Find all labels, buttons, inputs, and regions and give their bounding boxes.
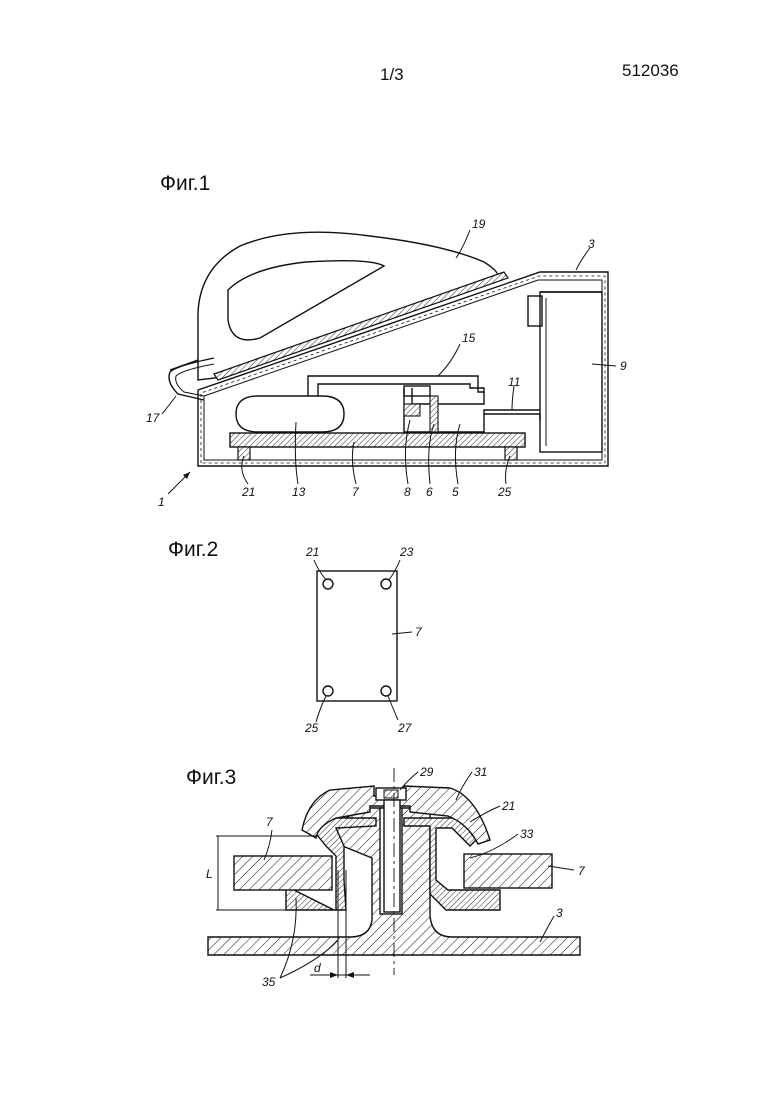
label-7: 7 — [415, 625, 423, 639]
damper-foot-right — [505, 447, 517, 460]
label-13: 13 — [292, 485, 306, 499]
label-7-right: 7 — [578, 864, 586, 878]
plate-top-view — [317, 571, 397, 701]
label-15: 15 — [462, 331, 476, 345]
support-plate — [230, 433, 525, 447]
leader-23 — [389, 560, 400, 580]
label-8: 8 — [404, 485, 411, 499]
power-cord-inner — [176, 364, 214, 396]
leader-17 — [162, 396, 176, 414]
label-17: 17 — [146, 411, 161, 425]
label-11: 11 — [508, 375, 520, 389]
figure-1: Фиг.1 — [146, 172, 627, 509]
steam-pipe — [308, 376, 484, 396]
plate-section-right — [464, 854, 552, 888]
leader-3 — [576, 248, 590, 270]
sheet-number: 1/3 — [380, 65, 404, 84]
label-21: 21 — [305, 545, 319, 559]
document-number: 512036 — [622, 61, 679, 80]
water-reservoir — [540, 292, 602, 452]
figure-2: Фиг.2 21 23 7 25 27 — [168, 538, 423, 735]
label-33: 33 — [520, 827, 534, 841]
leader-9 — [592, 364, 616, 366]
label-35: 35 — [262, 975, 276, 989]
label-31: 31 — [474, 765, 487, 779]
dim-d-arrow-right — [346, 972, 354, 978]
dim-d-label: d — [314, 961, 321, 975]
figure-2-title: Фиг.2 — [168, 538, 218, 561]
label-6: 6 — [426, 485, 433, 499]
dim-L-label: L — [206, 867, 213, 881]
label-29: 29 — [419, 765, 434, 779]
label-7: 7 — [352, 485, 360, 499]
label-27: 27 — [397, 721, 413, 735]
leader-8 — [405, 420, 410, 484]
label-7-left: 7 — [266, 815, 274, 829]
screw-head-slot — [384, 790, 398, 798]
label-1: 1 — [158, 495, 165, 509]
hole-21 — [323, 579, 333, 589]
screw-shank — [384, 800, 400, 912]
label-3: 3 — [588, 237, 595, 251]
pump-cover — [404, 386, 430, 396]
label-25: 25 — [304, 721, 319, 735]
water-line — [484, 414, 540, 420]
steam-boiler — [236, 396, 344, 432]
label-21: 21 — [241, 485, 255, 499]
hole-27 — [381, 686, 391, 696]
label-19: 19 — [472, 217, 486, 231]
hole-23 — [381, 579, 391, 589]
hole-25 — [323, 686, 333, 696]
figure-3-title: Фиг.3 — [186, 766, 236, 789]
label-23: 23 — [399, 545, 414, 559]
damper-foot-left — [238, 447, 250, 460]
iron-soleplate — [214, 272, 508, 380]
leader-7 — [392, 632, 412, 634]
valve-element — [404, 404, 420, 416]
label-5: 5 — [452, 485, 459, 499]
label-3: 3 — [556, 906, 563, 920]
label-9: 9 — [620, 359, 627, 373]
dim-d-arrow-left — [330, 972, 338, 978]
figure-1-title: Фиг.1 — [160, 172, 210, 195]
leader-15 — [438, 344, 460, 376]
label-21: 21 — [501, 799, 515, 813]
leader-11 — [512, 386, 514, 410]
label-25: 25 — [497, 485, 512, 499]
pump-rod — [430, 396, 438, 432]
plate-section-left — [234, 856, 332, 890]
leader-21 — [314, 560, 326, 580]
pump-body — [404, 388, 540, 432]
figure-3: Фиг.3 L d 29 31 — [186, 765, 586, 989]
